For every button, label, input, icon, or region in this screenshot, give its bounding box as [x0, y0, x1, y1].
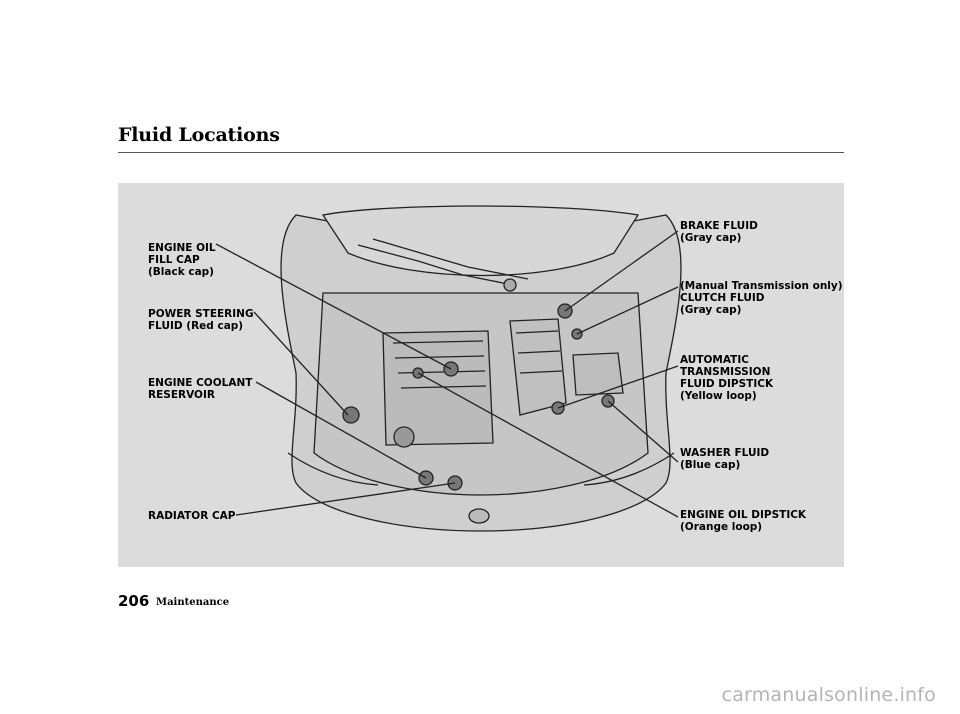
page-number: 206 — [118, 592, 150, 610]
callout-clutch-fluid: (Manual Transmission only) CLUTCH FLUID … — [680, 280, 843, 316]
callout-engine-oil-fill-cap: ENGINE OIL FILL CAP (Black cap) — [148, 242, 216, 278]
section-name: Maintenance — [156, 597, 230, 608]
callout-washer-fluid: WASHER FLUID (Blue cap) — [680, 447, 770, 471]
callout-atf-dipstick: AUTOMATIC TRANSMISSION FLUID DIPSTICK (Y… — [680, 354, 774, 402]
leader-line-brake — [564, 230, 679, 312]
callout-engine-oil-dipstick: ENGINE OIL DIPSTICK (Orange loop) — [680, 509, 807, 533]
engine-bay-figure: ENGINE OIL FILL CAP (Black cap) POWER ST… — [118, 183, 844, 567]
leader-line-oil-dipstick — [417, 372, 679, 518]
air-intake — [509, 318, 567, 416]
leader-line-power-steering — [253, 311, 349, 416]
raised-hood — [321, 205, 640, 277]
engine-block — [382, 330, 494, 446]
callout-engine-coolant-reservoir: ENGINE COOLANT RESERVOIR — [148, 377, 253, 401]
leader-line-coolant — [255, 381, 427, 479]
callout-brake-fluid: BRAKE FLUID (Gray cap) — [680, 220, 758, 244]
watermark: carmanualsonline.info — [721, 684, 936, 706]
engine-bay-illustration — [215, 205, 682, 532]
callout-power-steering-fluid: POWER STEERING FLUID (Red cap) — [148, 308, 254, 332]
leader-line-oil-fill — [215, 243, 452, 370]
title-rule — [118, 152, 844, 153]
leader-line-washer — [607, 400, 679, 463]
page-title: Fluid Locations — [118, 124, 280, 146]
leader-line-radiator — [235, 482, 456, 516]
callout-radiator-cap: RADIATOR CAP — [148, 510, 236, 522]
leader-line-clutch — [576, 286, 679, 335]
leader-line-atf — [557, 365, 679, 409]
